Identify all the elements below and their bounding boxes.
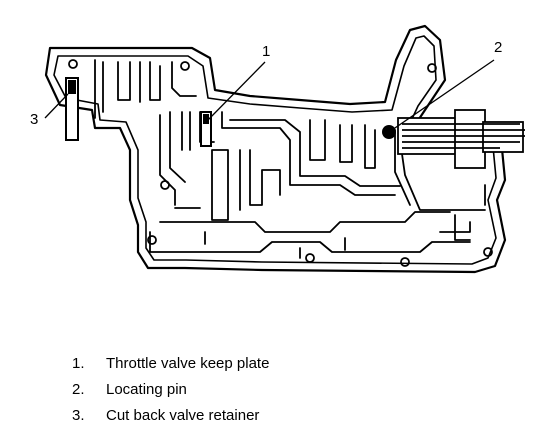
- passage: [394, 129, 486, 241]
- valve-body-inner-outline: [53, 35, 497, 265]
- legend-item: 3. Cut back valve retainer: [72, 404, 269, 430]
- callout-2: 2: [494, 39, 502, 56]
- passage: [94, 59, 197, 119]
- legend-text: Throttle valve keep plate: [106, 355, 270, 372]
- legend-item: 2. Locating pin: [72, 378, 269, 404]
- leader-line-3: [44, 93, 69, 119]
- valve-body-diagram: 1 2 3: [30, 24, 525, 274]
- leader-line-2: [391, 59, 495, 131]
- passage: [221, 111, 401, 196]
- callout-3: 3: [30, 111, 38, 128]
- legend-number: 1.: [72, 355, 85, 372]
- valve-assembly: [397, 109, 525, 169]
- callout-1: 1: [262, 43, 270, 60]
- legend-number: 2.: [72, 381, 85, 398]
- legend-text: Locating pin: [106, 381, 187, 398]
- legend-item: 1. Throttle valve keep plate: [72, 352, 269, 378]
- throttle-valve-keep-plate: [200, 111, 212, 147]
- legend-text: Cut back valve retainer: [106, 407, 260, 424]
- legend-list: 1. Throttle valve keep plate 2. Locating p…: [72, 352, 269, 430]
- leader-line-1: [205, 61, 266, 123]
- valve-body-outline: [44, 24, 507, 274]
- passage: [149, 207, 471, 259]
- legend-number: 3.: [72, 407, 85, 424]
- cut-back-valve-retainer: [65, 77, 79, 141]
- locating-pin: [382, 125, 396, 139]
